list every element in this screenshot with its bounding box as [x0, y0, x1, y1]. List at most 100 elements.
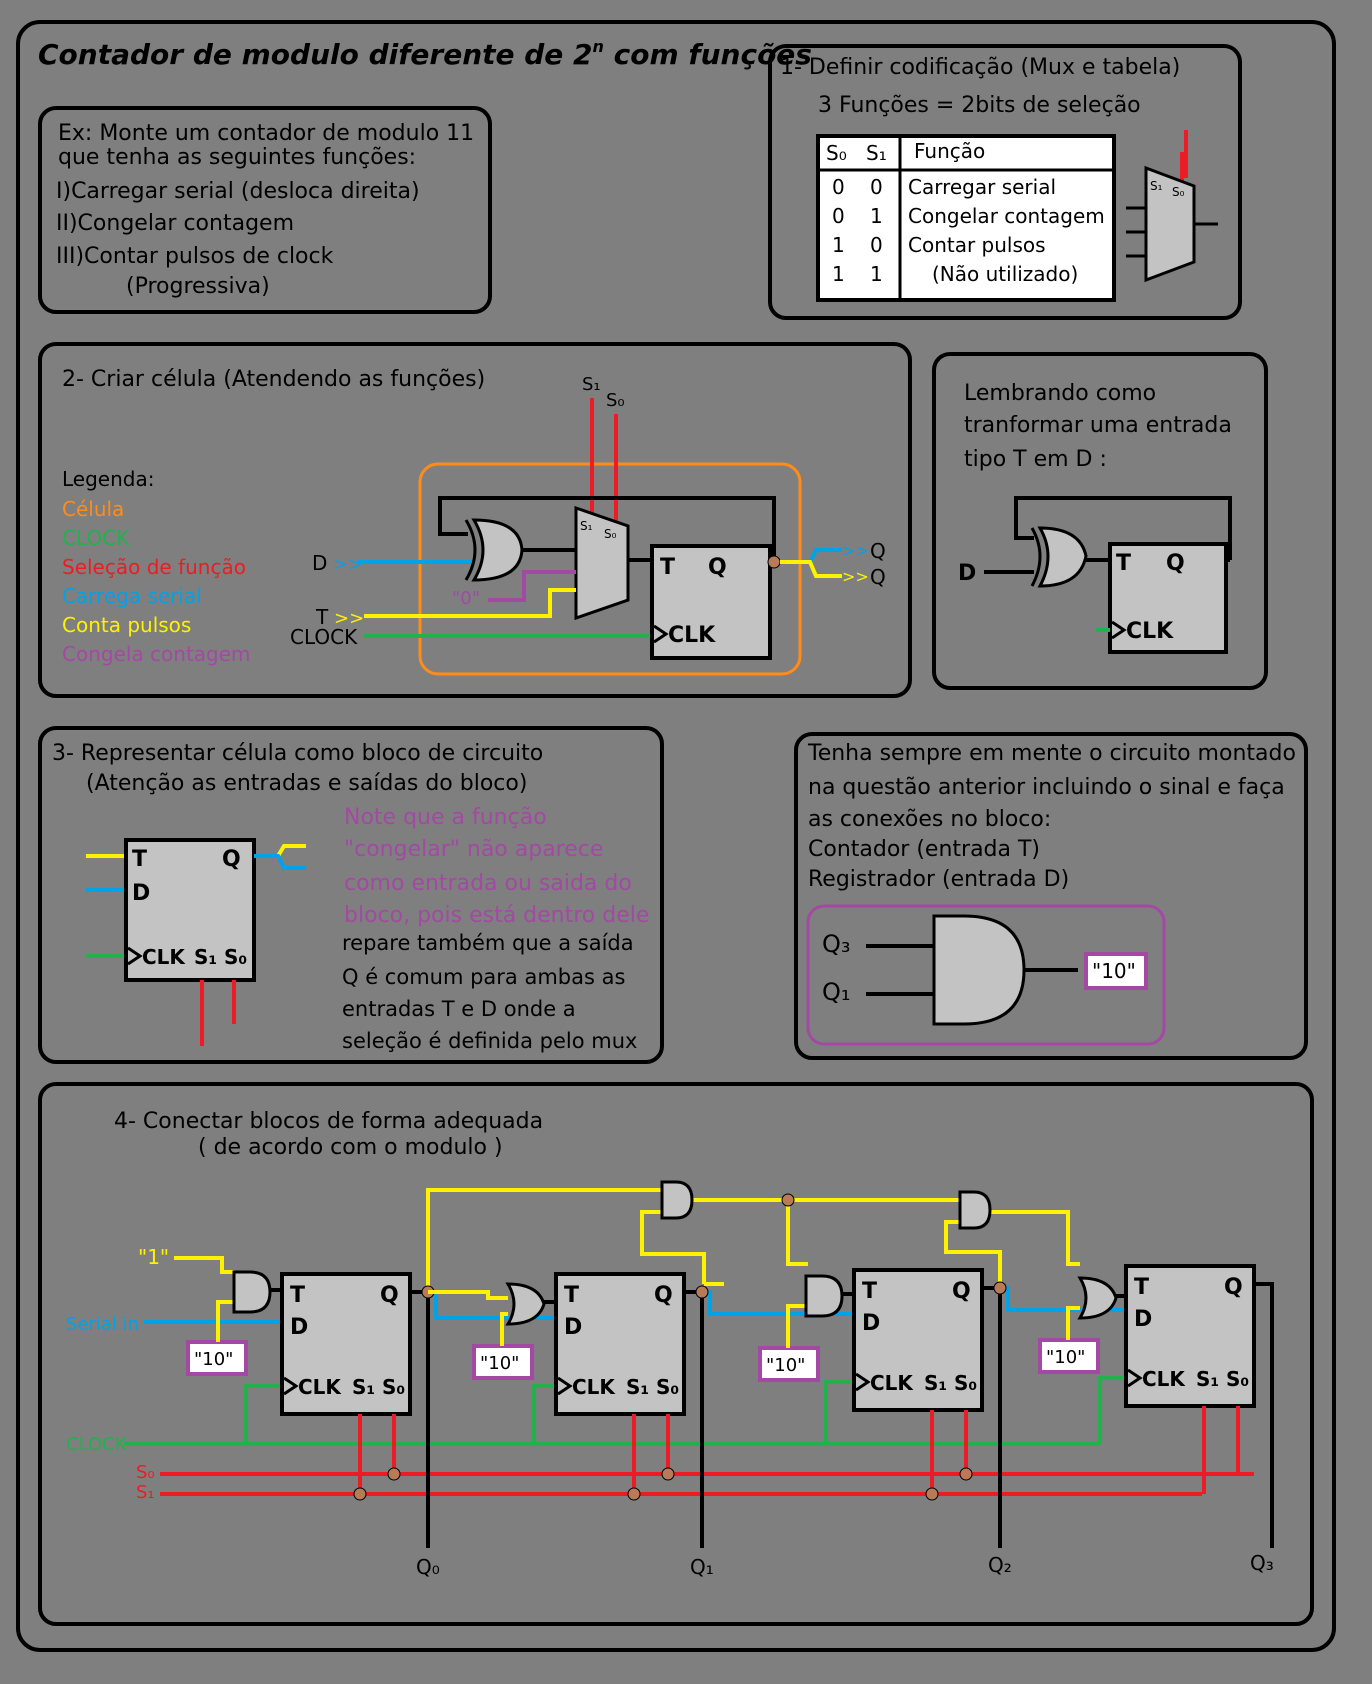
counter-block [280, 1272, 412, 1416]
cell-mux-s1: S₁ [580, 519, 593, 533]
cell-outline [418, 462, 802, 676]
wire [786, 1304, 806, 1348]
step3-subtitle: (Atenção as entradas e saídas do bloco) [86, 771, 527, 796]
serial-in-label: Serial in [66, 1314, 139, 1335]
step3-d: D [132, 881, 150, 906]
cell-d-label: D [312, 551, 327, 575]
block-t-label: T [862, 1279, 877, 1304]
junction-dot [959, 1467, 973, 1481]
step3-box: 3- Representar célula como bloco de circ… [38, 726, 664, 1064]
step4-title: 4- Conectar blocos de forma adequada [114, 1109, 543, 1134]
cell-s1-label: S₁ [582, 374, 601, 395]
remember-t: T [1116, 551, 1131, 576]
cell-ff-q: Q [708, 555, 727, 580]
function-table: S₀ S₁ Função 0 0 Carregar serial 0 1 Con… [816, 134, 1116, 302]
block-t-label: T [290, 1283, 305, 1308]
step3-q: Q [222, 847, 241, 872]
or-gate [1077, 1276, 1118, 1320]
counter-block [852, 1268, 984, 1412]
step1-title: 1- Definir codificação (Mux e tabela) [780, 55, 1180, 80]
ex-f3: III)Contar pulsos de clock [56, 244, 334, 269]
step3-note-2: "congelar" não aparece [344, 837, 603, 862]
wire [500, 1312, 508, 1346]
count-wire [428, 1290, 508, 1300]
block-d-label: D [290, 1315, 308, 1340]
block-s0-label: S₀ [382, 1375, 405, 1399]
ten-label: "10" [480, 1353, 519, 1374]
junction-dot [925, 1487, 939, 1501]
counter-block [1124, 1264, 1256, 1408]
step3-title: 3- Representar célula como bloco de circ… [52, 741, 543, 766]
and-gate [804, 1274, 844, 1318]
remember-d: D [958, 561, 976, 586]
reminder-and-frame [806, 904, 1166, 1046]
counter-block [554, 1272, 686, 1416]
page-title: Contador de modulo diferente de 2n com f… [38, 37, 812, 71]
cell-mux-s0: S₀ [604, 527, 617, 541]
cell-out-arrows-blue: >> [842, 541, 869, 560]
block-q-label: Q [1224, 1275, 1243, 1300]
mux-symbol: S₁ S₀ [1126, 130, 1218, 283]
cell-t-arrows: >> [334, 608, 364, 629]
reminder-box: Tenha sempre em mente o circuito montado… [794, 732, 1308, 1060]
step1-subtitle: 3 Funções = 2bits de seleção [818, 93, 1141, 118]
and-gate [660, 1180, 694, 1220]
legend-carrega: Carrega serial [62, 584, 202, 608]
output-q3: Q₃ [1250, 1551, 1274, 1575]
ex-f4: (Progressiva) [126, 274, 270, 299]
table-header-s0: S₀ [826, 141, 847, 165]
cell-ff-clk: CLK [668, 623, 716, 648]
clk-triangle-icon [855, 1372, 871, 1392]
cell-out-q1: Q [870, 539, 886, 563]
block-clk-label: CLK [1142, 1367, 1186, 1391]
step3-s1: S₁ [194, 945, 217, 969]
table-cell: Contar pulsos [908, 233, 1046, 257]
step1-box: 1- Definir codificação (Mux e tabela) 3 … [768, 44, 1242, 320]
mux-s0-label: S₀ [1172, 185, 1185, 199]
table-cell: (Não utilizado) [932, 262, 1078, 286]
step3-repare-3: entradas T e D onde a [342, 997, 576, 1021]
block-d-label: D [862, 1311, 880, 1336]
table-cell: 0 [832, 175, 845, 199]
table-cell: 0 [870, 175, 883, 199]
cell-out-q2: Q [870, 565, 886, 589]
output-q2: Q₂ [988, 1553, 1012, 1577]
cell-clock-label: CLOCK [290, 625, 358, 649]
block-s0-label: S₀ [954, 1371, 977, 1395]
remember-line3: tipo T em D : [964, 447, 1107, 472]
block-s0-label: S₀ [656, 1375, 679, 1399]
reminder-q3: Q₃ [822, 930, 851, 958]
cell-out-arrows-yellow: >> [842, 567, 869, 586]
clock-wire [532, 1384, 556, 1444]
s0-bus-label: S₀ [136, 1462, 155, 1483]
clk-triangle-icon [1127, 1368, 1143, 1388]
outer-frame [16, 20, 1336, 1652]
table-cell: Carregar serial [908, 175, 1056, 199]
legend-congela: Congela contagem [62, 642, 251, 666]
block-s1-label: S₁ [352, 1375, 375, 1399]
junction-dot [627, 1487, 641, 1501]
ex-f1: I)Carregar serial (desloca direita) [56, 179, 420, 204]
step3-note-3: como entrada ou saida do [344, 871, 632, 896]
cell-ff-t: T [660, 555, 675, 580]
table-cell: 1 [870, 262, 883, 286]
legend-clock: CLOCK [62, 526, 130, 550]
ten-label: "10" [766, 1355, 805, 1376]
reminder-line3: as conexões no bloco: [808, 807, 1051, 832]
step3-note-4: bloco, pois está dentro dele [344, 903, 649, 928]
table-cell: 1 [832, 262, 845, 286]
block-d-label: D [1134, 1307, 1152, 1332]
junction-dot [661, 1467, 675, 1481]
clock-wire [1098, 1376, 1126, 1444]
step3-s0: S₀ [224, 945, 247, 969]
table-header-funcao: Função [914, 139, 985, 163]
junction-dot [353, 1487, 367, 1501]
remember-clk: CLK [1126, 619, 1174, 644]
wire [1066, 1306, 1080, 1340]
s1-bus-label: S₁ [136, 1482, 155, 1503]
block-q-label: Q [380, 1283, 399, 1308]
step3-block [124, 838, 256, 982]
reminder-line1: Tenha sempre em mente o circuito montado [807, 741, 1296, 766]
